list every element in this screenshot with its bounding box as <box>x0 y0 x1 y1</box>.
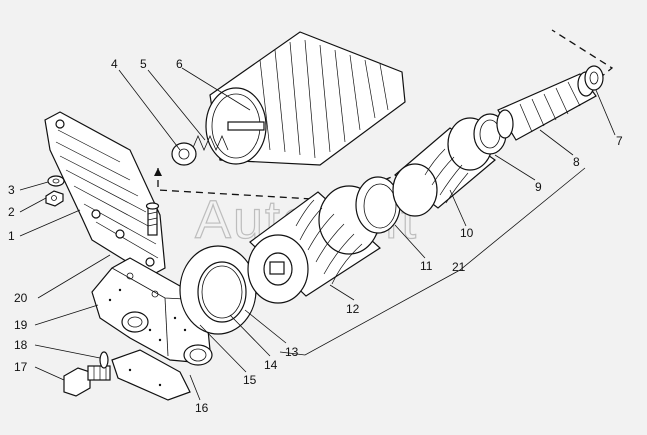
inner-filter <box>392 117 496 217</box>
filter-housing <box>91 257 213 401</box>
callout-4: 4 <box>111 57 118 71</box>
callout-11: 11 <box>420 259 433 273</box>
callout-17: 17 <box>14 360 28 374</box>
callout-14: 14 <box>264 358 278 372</box>
washer <box>47 175 65 187</box>
gasket-inner-ring <box>201 265 243 319</box>
mounting-plate <box>44 111 166 277</box>
end-washer <box>584 65 604 91</box>
drain-gasket <box>99 351 109 369</box>
callout-12: 12 <box>346 302 360 316</box>
nut <box>45 190 64 207</box>
filter-cover <box>205 31 406 166</box>
callout-21: 21 <box>452 260 466 274</box>
callout-6: 6 <box>176 57 183 71</box>
gasket-outer <box>179 245 257 335</box>
callout-15: 15 <box>243 373 257 387</box>
callout-labels: 1 2 3 4 5 6 7 8 9 10 11 12 13 14 15 16 1… <box>8 57 623 415</box>
callout-16: 16 <box>195 401 209 415</box>
callout-3: 3 <box>8 183 15 197</box>
filter-element <box>247 185 381 304</box>
callout-1: 1 <box>8 229 15 243</box>
callout-2: 2 <box>8 205 15 219</box>
leader-21 <box>279 167 586 356</box>
callout-8: 8 <box>573 155 580 169</box>
leader-lines <box>19 67 616 401</box>
callout-19: 19 <box>14 318 28 332</box>
callout-7: 7 <box>616 134 623 148</box>
plate-bolt <box>145 202 160 236</box>
cap-nut <box>171 142 197 166</box>
callout-10: 10 <box>460 226 474 240</box>
end-washer-hole <box>589 71 599 85</box>
callout-18: 18 <box>14 338 28 352</box>
center-tube <box>496 71 597 141</box>
callout-5: 5 <box>140 57 147 71</box>
seal-ring-inner <box>363 183 397 229</box>
callout-13: 13 <box>285 345 299 359</box>
spring <box>191 121 265 152</box>
callout-9: 9 <box>535 180 542 194</box>
callout-20: 20 <box>14 291 28 305</box>
frame-arrow <box>154 168 162 176</box>
assembly-dashed-frame <box>157 29 614 201</box>
drain-bolt <box>63 365 111 397</box>
